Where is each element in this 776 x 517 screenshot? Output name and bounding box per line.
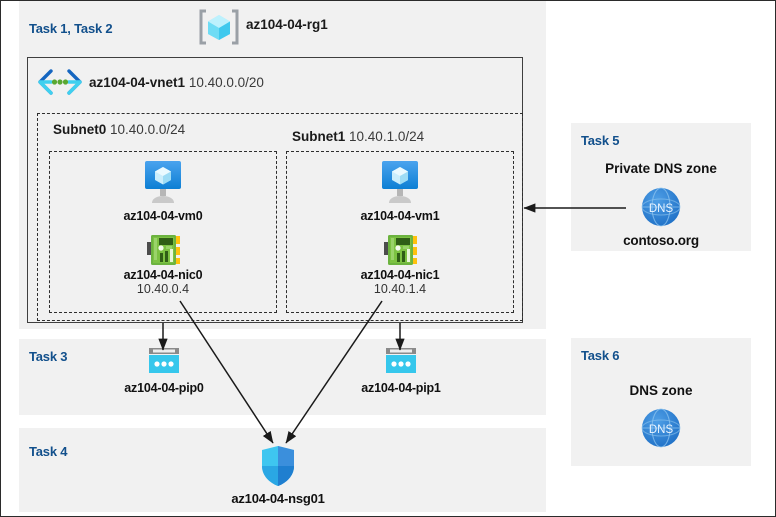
virtual-machine-icon	[101, 159, 225, 207]
nic1-ip: 10.40.1.4	[373, 282, 427, 296]
private-dns-panel	[571, 123, 751, 251]
subnet1-title: Subnet1 10.40.1.0/24	[292, 129, 425, 144]
vm1-label: az104-04-vm1	[360, 209, 440, 223]
nic0-node[interactable]: az104-04-nic0 10.40.0.4	[101, 233, 225, 296]
subnet1-box	[286, 151, 514, 313]
pip1-node[interactable]: az104-04-pip1	[339, 346, 463, 395]
vm0-label: az104-04-vm0	[123, 209, 203, 223]
network-interface-icon	[101, 233, 225, 267]
resource-group-name: az104-04-rg1	[246, 17, 328, 32]
pip0-node[interactable]: az104-04-pip0	[102, 346, 226, 395]
subnets-container	[37, 113, 523, 321]
pip1-label: az104-04-pip1	[361, 381, 441, 395]
public-ip-address-icon	[102, 346, 226, 378]
nic0-label: az104-04-nic0	[123, 268, 203, 282]
task-label-5: Task 5	[581, 133, 620, 148]
public-ip-address-icon	[339, 346, 463, 378]
vm0-node[interactable]: az104-04-vm0	[101, 159, 225, 223]
nsg-node[interactable]: az104-04-nsg01	[216, 444, 340, 506]
task-label-6: Task 6	[581, 348, 620, 363]
virtual-machine-icon	[338, 159, 462, 207]
virtual-network-icon	[37, 69, 83, 95]
dns-icon-text: DNS	[649, 203, 674, 215]
dns-icon-text: DNS	[649, 424, 674, 436]
virtual-network-title: az104-04-vnet1 10.40.0.0/20	[89, 75, 264, 90]
public-ip-panel	[19, 339, 546, 415]
private-dns-heading: Private DNS zone	[605, 161, 717, 176]
nic1-node[interactable]: az104-04-nic1 10.40.1.4	[338, 233, 462, 296]
subnet0-box	[49, 151, 277, 313]
task-label-4: Task 4	[29, 444, 68, 459]
dns-zone-icon: DNS	[599, 406, 723, 450]
private-dns-label: contoso.org	[623, 233, 699, 248]
nic0-ip: 10.40.0.4	[136, 282, 190, 296]
subnet0-title: Subnet0 10.40.0.0/24	[53, 122, 186, 137]
vm1-node[interactable]: az104-04-vm1	[338, 159, 462, 223]
nic1-label: az104-04-nic1	[360, 268, 440, 282]
task-label-1-2: Task 1, Task 2	[29, 21, 113, 36]
public-dns-node[interactable]: DNS	[599, 406, 723, 450]
network-interface-icon	[338, 233, 462, 267]
network-security-group-icon	[216, 444, 340, 488]
public-dns-heading: DNS zone	[629, 383, 693, 398]
task-label-3: Task 3	[29, 349, 68, 364]
private-dns-node[interactable]: DNS contoso.org	[599, 185, 723, 248]
resource-group-icon	[199, 8, 239, 46]
pip0-label: az104-04-pip0	[124, 381, 204, 395]
dns-zone-icon: DNS	[599, 185, 723, 229]
nsg-label: az104-04-nsg01	[231, 491, 325, 506]
